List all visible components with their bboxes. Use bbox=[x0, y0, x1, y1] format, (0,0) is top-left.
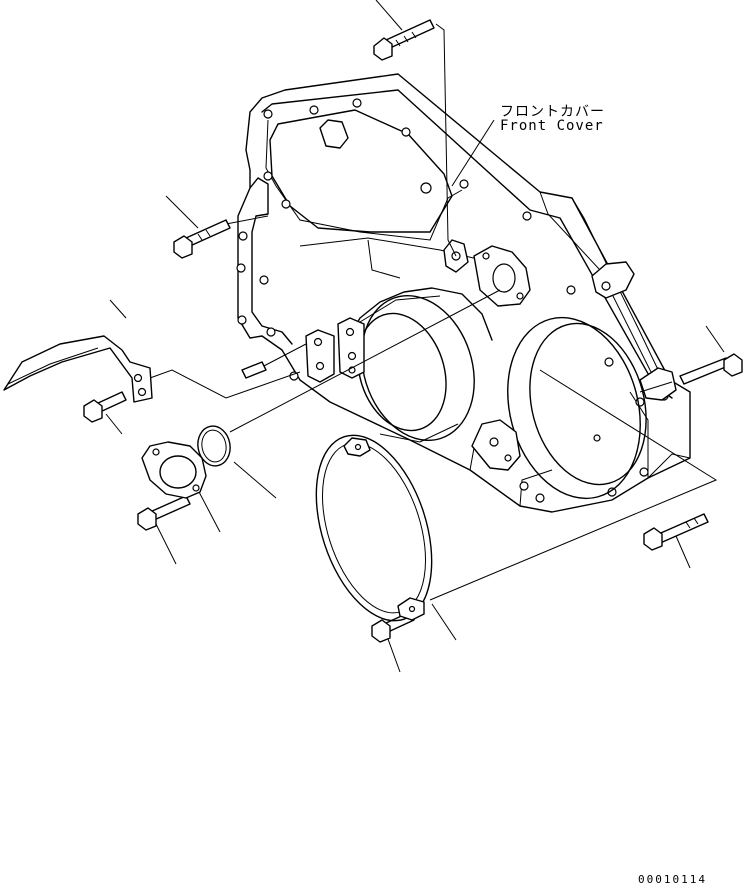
bolt-right-upper bbox=[679, 353, 743, 385]
bolt-upper-left bbox=[173, 219, 231, 259]
dowel-pin bbox=[241, 361, 267, 379]
drawing-number: 00010114 bbox=[638, 873, 707, 886]
cover-plate bbox=[141, 441, 207, 499]
o-ring bbox=[197, 425, 231, 467]
bolt-bracket bbox=[83, 391, 127, 423]
large-gasket bbox=[315, 434, 433, 622]
part-label-english: Front Cover bbox=[500, 118, 604, 134]
bolt-top bbox=[373, 19, 435, 61]
bolt-right-lower bbox=[643, 513, 709, 551]
front-cover-housing bbox=[236, 73, 691, 513]
bolt-cover-plate bbox=[137, 495, 191, 531]
part-label-japanese: フロントカバー bbox=[500, 104, 605, 120]
leader-lines bbox=[105, 0, 725, 673]
bracket bbox=[3, 335, 153, 403]
